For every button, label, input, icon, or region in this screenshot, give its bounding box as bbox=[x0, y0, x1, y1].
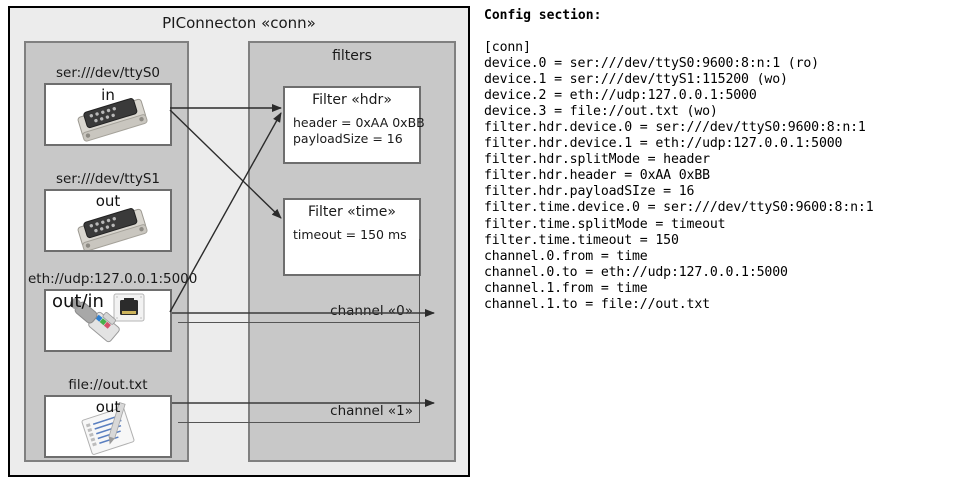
device-ttyS0[interactable]: ser:///dev/ttyS0 in bbox=[44, 65, 172, 149]
device-ttyS0-direction: in bbox=[101, 86, 115, 104]
device-eth-box[interactable]: out/in bbox=[44, 289, 172, 352]
filter-time-properties: timeout = 150 ms bbox=[293, 227, 407, 242]
filter-hdr-properties: header = 0xAA 0xBB payloadSize = 16 bbox=[293, 115, 425, 146]
device-file-direction: out bbox=[95, 398, 121, 416]
device-ttyS1-box[interactable]: out bbox=[44, 189, 172, 252]
device-ttyS1-label: ser:///dev/ttyS1 bbox=[56, 171, 160, 187]
config-text: [conn] device.0 = ser:///dev/ttyS0:9600:… bbox=[484, 40, 874, 312]
diagram-container: PIConnecton «conn» ser:///dev/ttyS0 in bbox=[8, 6, 470, 477]
filters-panel: filters Filter «hdr» header = 0xAA 0xBB … bbox=[178, 41, 456, 462]
devices-panel: ser:///dev/ttyS0 in bbox=[24, 41, 198, 462]
config-heading: Config section: bbox=[484, 8, 602, 23]
text-file-icon bbox=[46, 397, 170, 456]
device-file[interactable]: file://out.txt out bbox=[44, 377, 172, 461]
device-ttyS0-label: ser:///dev/ttyS0 bbox=[56, 65, 160, 81]
device-ttyS1[interactable]: ser:///dev/ttyS1 out bbox=[44, 171, 172, 255]
channel-1-label: channel «1» bbox=[330, 403, 413, 419]
device-eth[interactable]: eth://udp:127.0.0.1:5000 out/in bbox=[28, 271, 198, 355]
device-file-box[interactable]: out bbox=[44, 395, 172, 458]
serial-port-icon bbox=[46, 191, 170, 250]
filter-time-title: Filter «time» bbox=[308, 204, 396, 220]
config-section: Config section: [conn] device.0 = ser://… bbox=[482, 8, 956, 313]
channel-1-rect: channel «1» bbox=[178, 323, 420, 423]
filter-hdr-title: Filter «hdr» bbox=[312, 92, 392, 108]
channel-0-label: channel «0» bbox=[330, 303, 413, 319]
device-file-label: file://out.txt bbox=[68, 377, 148, 393]
diagram-title: PIConnecton «conn» bbox=[162, 14, 316, 32]
device-ttyS1-direction: out bbox=[95, 192, 121, 210]
serial-port-icon bbox=[46, 85, 170, 144]
filter-card-time[interactable]: Filter «time» timeout = 150 ms bbox=[283, 198, 421, 276]
channel-0-rect: channel «0» bbox=[178, 239, 420, 323]
filters-panel-title: filters bbox=[332, 48, 372, 64]
device-eth-direction: out/in bbox=[52, 291, 104, 312]
filter-card-hdr[interactable]: Filter «hdr» header = 0xAA 0xBB payloadS… bbox=[283, 86, 425, 164]
ethernet-plug-icon bbox=[46, 291, 170, 350]
device-eth-label: eth://udp:127.0.0.1:5000 bbox=[28, 271, 198, 287]
device-ttyS0-box[interactable]: in bbox=[44, 83, 172, 146]
